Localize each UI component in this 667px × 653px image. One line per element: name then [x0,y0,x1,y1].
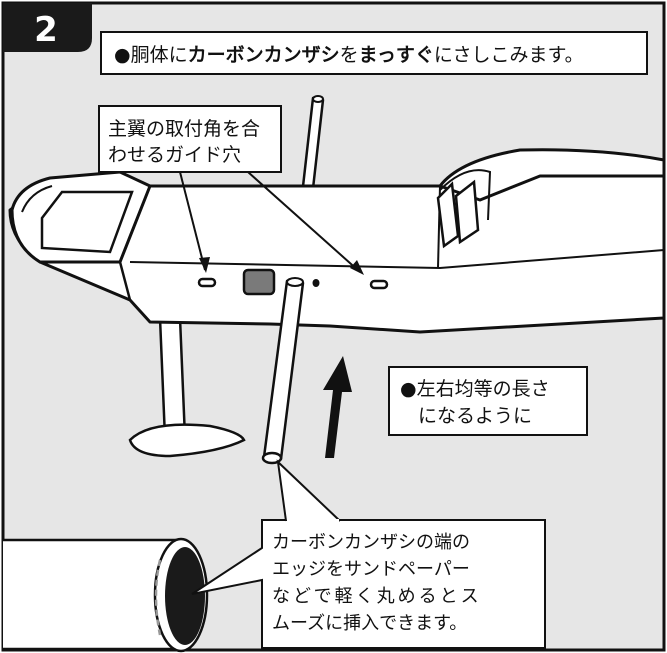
landing-gear-foot [128,423,246,458]
insert-arrow [323,356,352,458]
header-text: ●胴体にカーボンカンザシをまっすぐにさしこみます。 [114,44,584,66]
tip-line1: カーボンカンザシの端の [272,532,470,553]
equal-length-callout: ●左右均等の長さ になるように [388,366,588,436]
equal-callout-line2: になるように [418,405,532,427]
header-instruction: ●胴体にカーボンカンザシをまっすぐにさしこみます。 [100,31,648,75]
guide-hole-front [197,277,217,288]
tip-line3: などで軽く丸めるとス [272,586,482,607]
tip-line2: エッジをサンドペーパー [272,559,470,580]
rod-hole-small [312,279,320,287]
header-mid: を [340,44,359,66]
carbon-rod-lower [261,277,305,465]
guide-callout-line1: 主翼の取付角を合 [108,118,260,140]
guide-hole-rear [369,279,389,290]
tip-line4: ムーズに挿入できます。 [272,613,467,634]
header-suffix: にさしこみます。 [434,44,584,66]
landing-gear [128,316,246,458]
guide-callout-line2: わせるガイド穴 [108,144,241,166]
rod-closeup [3,537,209,653]
center-slot [242,268,276,296]
step-badge: 2 [3,3,92,52]
step-number: 2 [34,10,58,50]
fuselage [8,148,666,334]
rod-end-face [165,547,205,645]
guide-hole-callout: 主翼の取付角を合 わせるガイド穴 [98,105,364,275]
header-bold-straight: まっすぐ [359,44,434,66]
tail-fin [438,148,666,202]
tip-callout: カーボンカンザシの端の エッジをサンドペーパー などで軽く丸めるとス ムーズに挿… [191,459,546,649]
header-prefix: ●胴体に [114,44,188,66]
header-bold-carbon: カーボンカンザシ [188,44,340,66]
equal-callout-line1: ●左右均等の長さ [400,378,550,400]
